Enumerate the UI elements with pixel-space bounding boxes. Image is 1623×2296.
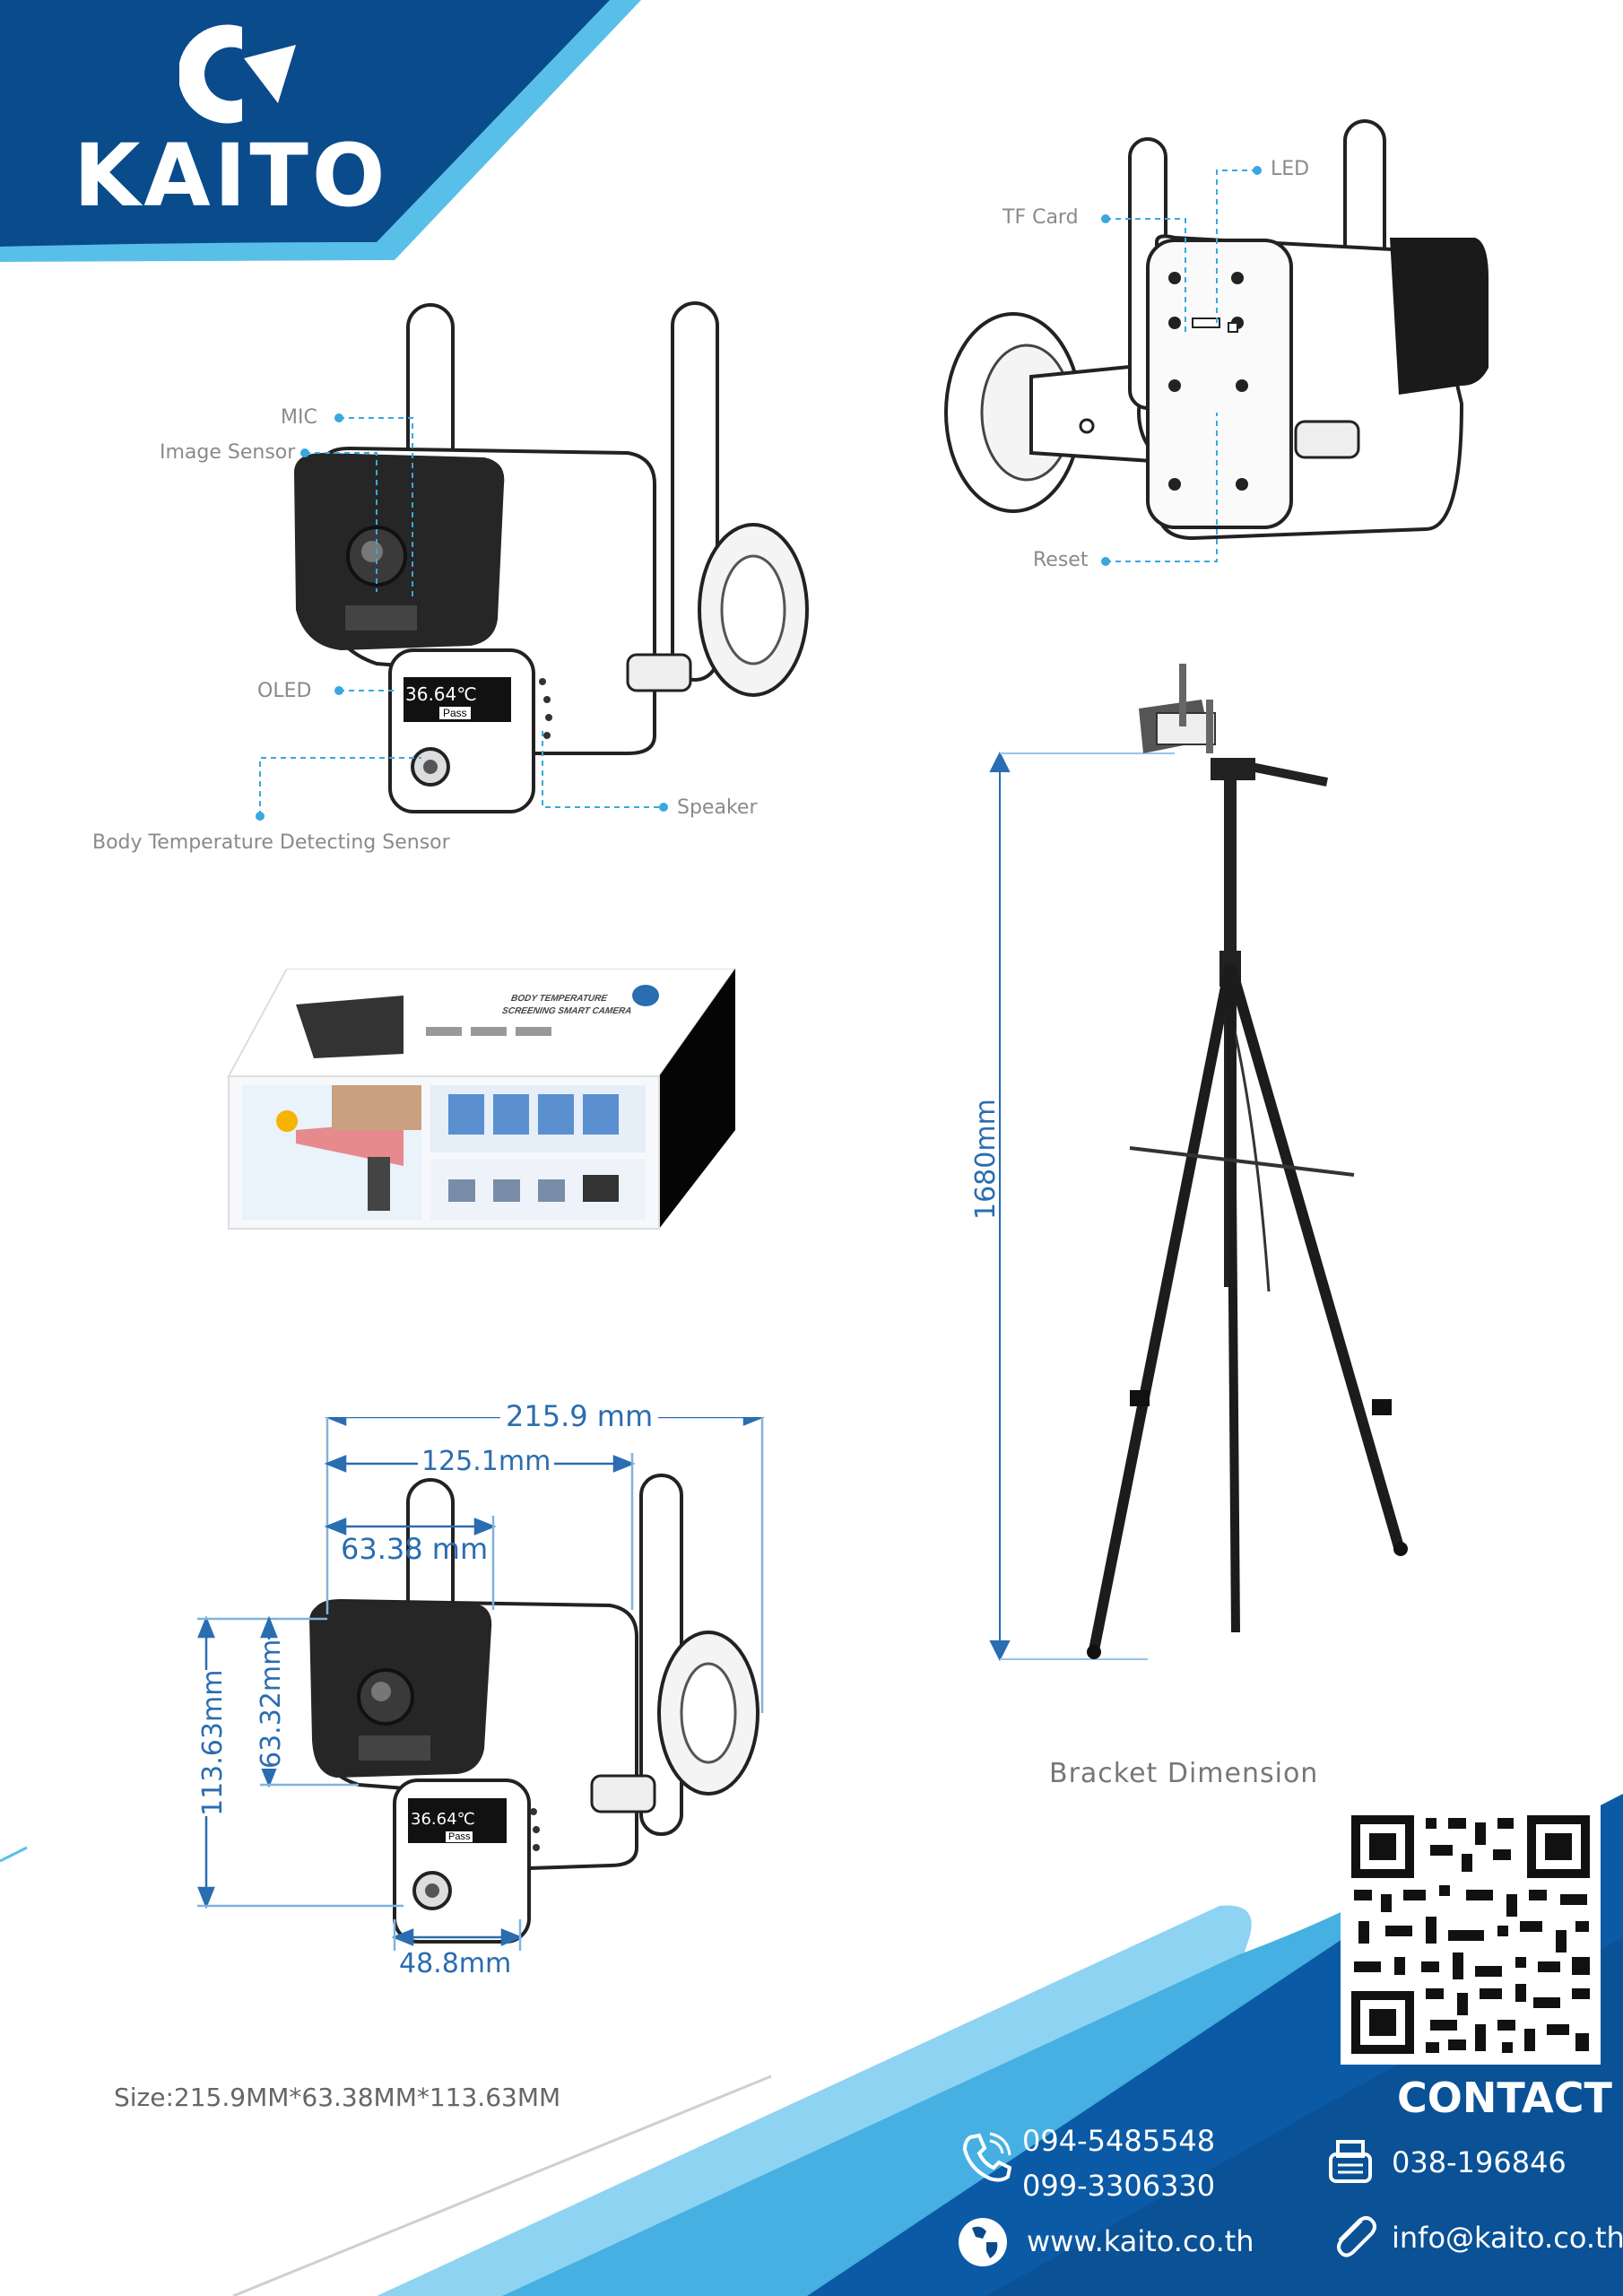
- oled-temperature-2: 36.64℃: [411, 1810, 475, 1829]
- bracket-caption: Bracket Dimension: [1049, 1758, 1319, 1789]
- label-speaker: Speaker: [677, 796, 758, 819]
- front-callout-lines: [256, 413, 668, 821]
- oled-status: Pass: [439, 707, 471, 719]
- phone-1[interactable]: 094-5485548: [1022, 2124, 1216, 2158]
- website-link[interactable]: www.kaito.co.th: [1027, 2224, 1254, 2258]
- dim-height-front: 63.32mm: [256, 1639, 287, 1769]
- dim-width-front: 63.38 mm: [341, 1532, 489, 1566]
- paperclip-icon: [1337, 2216, 1376, 2257]
- product-box-illustration: [227, 969, 737, 1230]
- camera-back-illustration: [944, 119, 1488, 541]
- phone-2[interactable]: 099-3306330: [1022, 2169, 1216, 2203]
- brand-name: KAITO: [74, 126, 389, 226]
- oled-temperature: 36.64℃: [405, 683, 477, 705]
- qr-code: [1341, 1805, 1601, 2065]
- box-title-line2: SCREENING SMART CAMERA: [501, 1006, 633, 1016]
- label-tf-card: TF Card: [1002, 206, 1079, 229]
- back-callout-lines: [1101, 166, 1262, 566]
- tripod-height-label: 1680mm: [970, 1099, 1002, 1220]
- kaito-logo-mark: [179, 24, 296, 124]
- fax-number[interactable]: 038-196846: [1392, 2145, 1567, 2179]
- dim-width-bottom: 48.8mm: [399, 1948, 512, 1979]
- phone-icon: [962, 2132, 1011, 2182]
- tripod-illustration: [989, 664, 1408, 1662]
- oled-status-2: Pass: [446, 1831, 473, 1842]
- label-oled: OLED: [257, 680, 312, 702]
- label-led: LED: [1271, 158, 1310, 180]
- email-link[interactable]: info@kaito.co.th: [1392, 2221, 1623, 2255]
- globe-icon: [959, 2218, 1007, 2266]
- label-reset: Reset: [1033, 549, 1089, 571]
- dim-width-total: 215.9 mm: [500, 1399, 659, 1433]
- fax-icon: [1329, 2140, 1372, 2183]
- header-banner: [0, 0, 641, 262]
- label-mic: MIC: [281, 406, 317, 429]
- size-line: Size:215.9MM*63.38MM*113.63MM: [114, 2083, 561, 2112]
- box-title-line1: BODY TEMPERATURE: [510, 994, 608, 1004]
- camera-dimension-illustration: [197, 1417, 766, 1951]
- label-image-sensor: Image Sensor: [160, 441, 296, 464]
- label-body-sensor: Body Temperature Detecting Sensor: [92, 831, 450, 854]
- dim-width-mid: 125.1mm: [418, 1446, 555, 1477]
- camera-front-illustration: [294, 301, 809, 813]
- contact-heading: CONTACT: [1397, 2074, 1612, 2122]
